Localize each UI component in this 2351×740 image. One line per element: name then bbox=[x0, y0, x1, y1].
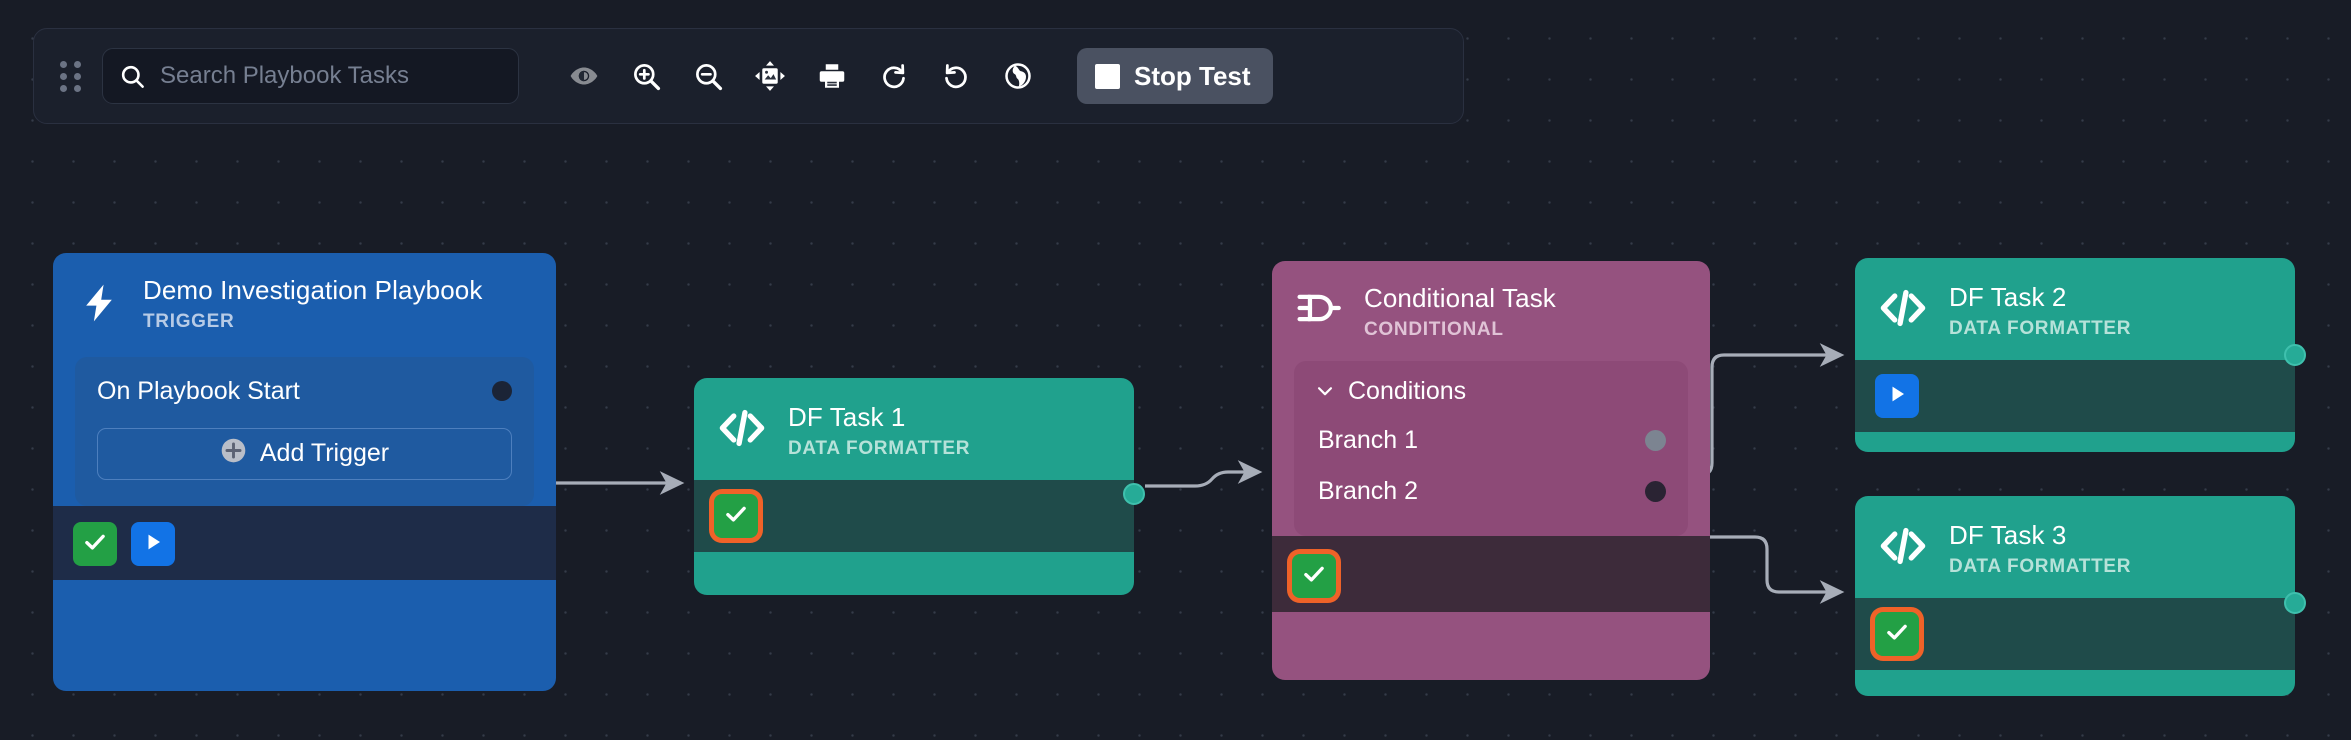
validate-button[interactable] bbox=[1875, 611, 1919, 656]
node-header: DF Task 3 DATA FORMATTER bbox=[1855, 496, 2295, 598]
undo-icon bbox=[941, 61, 971, 91]
search-icon bbox=[119, 63, 146, 90]
node-subtitle: TRIGGER bbox=[143, 310, 235, 332]
stop-test-button[interactable]: Stop Test bbox=[1077, 48, 1273, 104]
node-footer bbox=[694, 479, 1134, 552]
validate-button[interactable] bbox=[1292, 553, 1336, 598]
search-input[interactable] bbox=[160, 62, 502, 90]
chevron-down-icon bbox=[1314, 380, 1336, 402]
node-footer bbox=[1272, 535, 1710, 612]
logic-gate-icon bbox=[1296, 287, 1342, 334]
redo-icon bbox=[879, 61, 909, 91]
node-subtitle: DATA FORMATTER bbox=[1949, 555, 2132, 577]
branch-row[interactable]: Branch 1 bbox=[1298, 412, 1684, 463]
run-button[interactable] bbox=[131, 521, 175, 566]
node-title: DF Task 2 bbox=[1949, 282, 2067, 312]
zoom-in-icon bbox=[631, 61, 662, 92]
node-conditional-task[interactable]: Conditional Task CONDITIONAL Conditions … bbox=[1272, 261, 1710, 680]
code-brackets-icon bbox=[718, 406, 766, 455]
node-df-task-2[interactable]: DF Task 2 DATA FORMATTER bbox=[1855, 258, 2306, 452]
fit-to-screen-icon bbox=[754, 60, 786, 92]
check-icon bbox=[723, 501, 749, 530]
plus-circle-icon bbox=[220, 437, 247, 471]
node-header: Conditional Task CONDITIONAL bbox=[1272, 261, 1710, 359]
node-trigger[interactable]: Demo Investigation Playbook TRIGGER On P… bbox=[53, 253, 556, 691]
lightning-bolt-icon bbox=[77, 279, 121, 332]
branch-row[interactable]: Branch 2 bbox=[1298, 463, 1684, 514]
trigger-panel: On Playbook Start Add Trigger bbox=[75, 356, 534, 506]
trigger-event-label: On Playbook Start bbox=[97, 376, 300, 405]
node-header: DF Task 1 DATA FORMATTER bbox=[694, 378, 1134, 480]
zoom-out-icon bbox=[693, 61, 724, 92]
code-brackets-icon bbox=[1879, 524, 1927, 573]
toggle-visibility-button[interactable] bbox=[553, 48, 615, 104]
validate-button[interactable] bbox=[714, 493, 758, 538]
conditions-toggle[interactable]: Conditions bbox=[1298, 377, 1684, 412]
zoom-in-button[interactable] bbox=[615, 48, 677, 104]
printer-icon bbox=[817, 61, 847, 91]
stop-square-icon bbox=[1095, 63, 1120, 89]
check-icon bbox=[1301, 561, 1327, 590]
node-footer bbox=[1855, 597, 2295, 670]
add-trigger-label: Add Trigger bbox=[259, 439, 390, 468]
redo-button[interactable] bbox=[863, 48, 925, 104]
node-header: Demo Investigation Playbook TRIGGER bbox=[53, 253, 556, 351]
node-footer bbox=[53, 505, 556, 580]
node-footer bbox=[1855, 359, 2295, 432]
node-title: DF Task 3 bbox=[1949, 520, 2067, 550]
zoom-out-button[interactable] bbox=[677, 48, 739, 104]
check-icon bbox=[1884, 619, 1910, 648]
play-icon bbox=[1885, 382, 1909, 409]
node-df-task-3[interactable]: DF Task 3 DATA FORMATTER bbox=[1855, 496, 2306, 696]
drag-handle-icon[interactable] bbox=[60, 61, 82, 92]
globe-icon bbox=[1003, 61, 1033, 91]
node-subtitle: CONDITIONAL bbox=[1364, 318, 1504, 340]
conditions-panel: Conditions Branch 1 Branch 2 bbox=[1294, 360, 1688, 536]
branch-label: Branch 1 bbox=[1318, 425, 1419, 454]
globe-button[interactable] bbox=[987, 48, 1049, 104]
node-title: Demo Investigation Playbook bbox=[143, 275, 483, 305]
df2-output-handle[interactable] bbox=[2284, 344, 2306, 366]
search-box[interactable] bbox=[102, 48, 519, 104]
node-title: Conditional Task bbox=[1364, 283, 1556, 313]
df3-output-handle[interactable] bbox=[2284, 592, 2306, 614]
eye-icon bbox=[569, 61, 599, 91]
node-df-task-1[interactable]: DF Task 1 DATA FORMATTER bbox=[694, 378, 1145, 595]
print-button[interactable] bbox=[801, 48, 863, 104]
node-subtitle: DATA FORMATTER bbox=[1949, 317, 2132, 339]
play-icon bbox=[141, 530, 165, 557]
playbook-toolbar[interactable]: Stop Test bbox=[33, 28, 1464, 124]
node-title: DF Task 1 bbox=[788, 402, 906, 432]
df1-output-handle[interactable] bbox=[1123, 483, 1145, 505]
edge-df1-to-conditional bbox=[1145, 460, 1263, 488]
add-trigger-button[interactable]: Add Trigger bbox=[97, 427, 512, 480]
run-button[interactable] bbox=[1875, 373, 1919, 418]
fit-view-button[interactable] bbox=[739, 48, 801, 104]
toolbar-icon-group bbox=[553, 48, 1049, 104]
code-brackets-icon bbox=[1879, 286, 1927, 335]
trigger-output-handle[interactable] bbox=[492, 381, 512, 402]
node-header: DF Task 2 DATA FORMATTER bbox=[1855, 258, 2295, 360]
undo-button[interactable] bbox=[925, 48, 987, 104]
check-icon bbox=[82, 529, 108, 558]
validate-button[interactable] bbox=[73, 521, 117, 566]
branch-1-output-handle[interactable] bbox=[1645, 429, 1666, 451]
branch-label: Branch 2 bbox=[1318, 476, 1419, 505]
node-subtitle: DATA FORMATTER bbox=[788, 437, 971, 459]
branch-2-output-handle[interactable] bbox=[1645, 480, 1666, 502]
conditions-label: Conditions bbox=[1348, 376, 1467, 405]
stop-test-label: Stop Test bbox=[1134, 60, 1251, 91]
